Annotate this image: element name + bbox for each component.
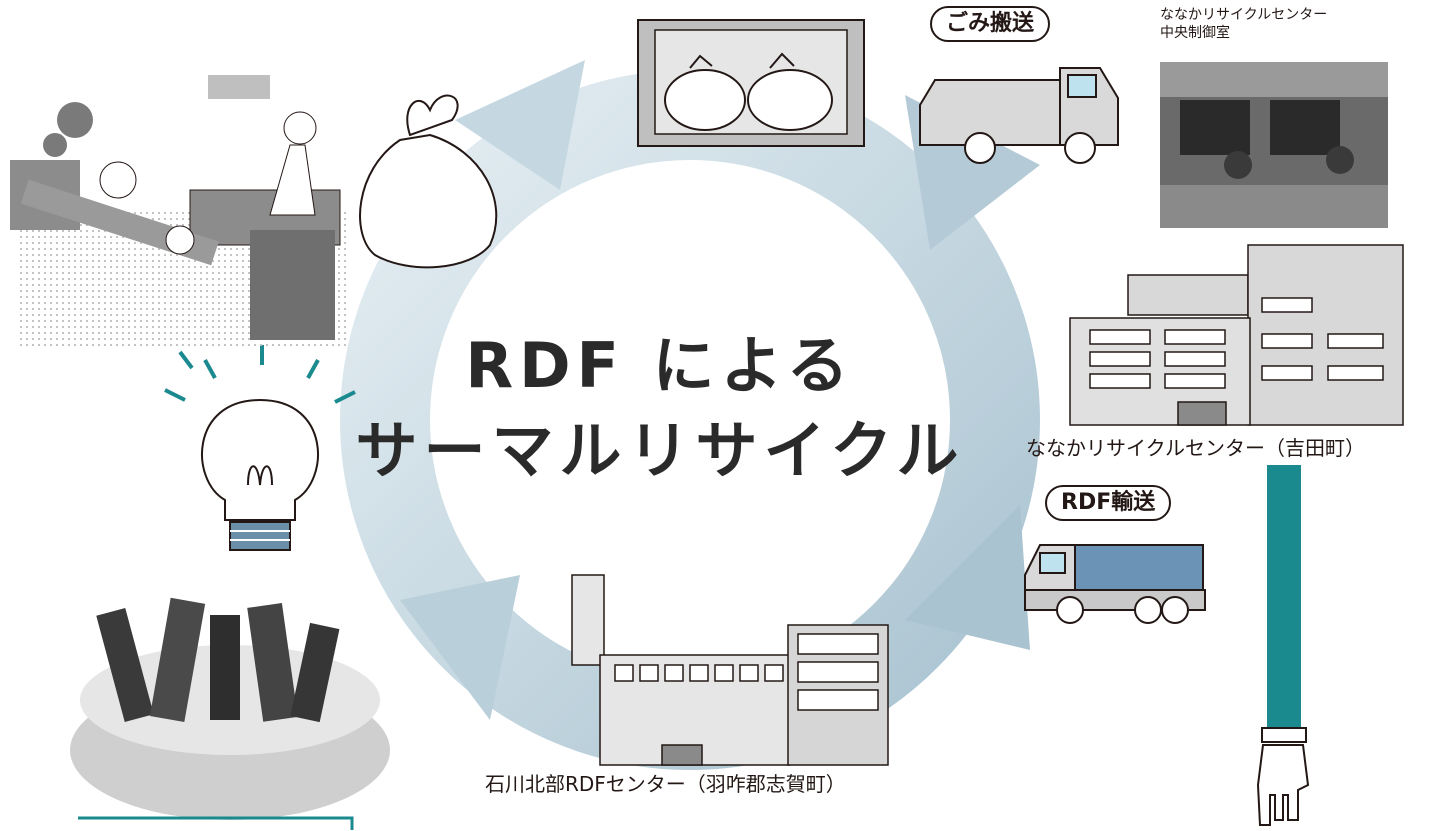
diagram-title-line2: サーマルリサイクル xyxy=(355,414,965,487)
control-room-caption-line2: 中央制御室 xyxy=(1160,25,1230,41)
rdf-transport-label: RDF輸送 xyxy=(1045,485,1172,521)
pointing-hand-icon xyxy=(1256,465,1310,826)
teal-bracket xyxy=(78,816,354,830)
garbage-bag-icon xyxy=(359,94,498,269)
ishikawa-center-label: 石川北部RDFセンター（羽咋郡志賀町） xyxy=(485,772,846,796)
rdf-truck-icon xyxy=(1024,544,1206,624)
diagram-title-line1: RDF による xyxy=(465,329,855,402)
rdf-center-building-icon xyxy=(571,574,889,766)
light-bulb-icon xyxy=(164,345,356,551)
garbage-truck-icon xyxy=(919,67,1119,164)
control-room-photo xyxy=(1160,62,1388,228)
recycle-center-building-icon xyxy=(1069,244,1404,426)
control-room-caption-line1: ななかリサイクルセンター xyxy=(1160,7,1328,23)
nanaka-center-label: ななかリサイクルセンター（吉田町） xyxy=(1026,436,1365,460)
rdf-pellets-photo xyxy=(70,597,390,820)
household-kitchen-scene xyxy=(10,75,350,350)
garbage-station-icon xyxy=(637,19,865,147)
garbage-transport-label: ごみ搬送 xyxy=(930,6,1051,42)
